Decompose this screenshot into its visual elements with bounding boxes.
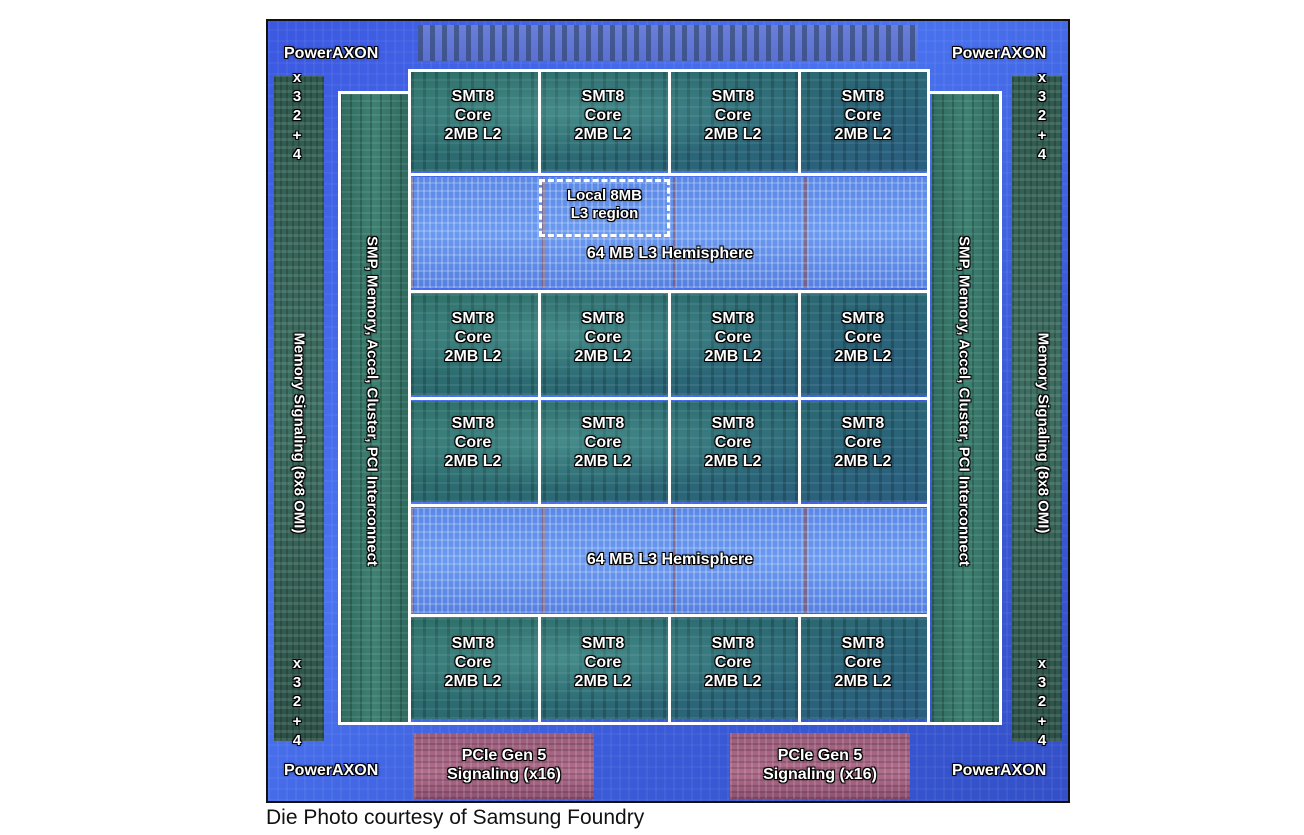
- memory-signaling-label-left: Memory Signaling (8x8 OMI): [290, 332, 308, 534]
- core-divider: [538, 614, 541, 725]
- interconnect-label-right: SMP, Memory, Accel, Cluster, PCI Interco…: [955, 236, 973, 566]
- die-photo: Local 8MB L3 region 64 MB L3 Hemisphere …: [266, 19, 1070, 803]
- power-axon-label-bottom-left: PowerAXON: [284, 762, 379, 779]
- outline-right-side: [999, 91, 1002, 725]
- core-divider: [668, 614, 671, 725]
- core-divider: [798, 290, 801, 507]
- top-io-strip: [418, 25, 918, 61]
- core-divider: [668, 290, 671, 507]
- core-divider: [538, 290, 541, 507]
- power-axon-label-top-left: PowerAXON: [284, 45, 379, 62]
- l3-hemisphere-label: 64 MB L3 Hemisphere: [586, 551, 754, 568]
- right-memory-signaling-region: [1012, 76, 1062, 741]
- outline-right-top: [927, 91, 1002, 94]
- pcie-region-right: [730, 733, 910, 799]
- outline-left-top: [338, 91, 411, 94]
- core-divider: [798, 69, 801, 176]
- right-smp-interconnect-region: [932, 94, 1000, 725]
- core-divider: [798, 614, 801, 725]
- local-l3-region-label: Local 8MB L3 region: [566, 187, 642, 222]
- power-axon-label-top-right: PowerAXON: [952, 45, 1047, 62]
- memory-signaling-label-right: Memory Signaling (8x8 OMI): [1034, 332, 1052, 534]
- interconnect-label-left: SMP, Memory, Accel, Cluster, PCI Interco…: [363, 236, 381, 566]
- photo-credit-caption: Die Photo courtesy of Samsung Foundry: [266, 806, 645, 829]
- local-l3-region-outline: [539, 179, 670, 237]
- outline-left-side: [338, 91, 341, 725]
- power-axon-label-bottom-right: PowerAXON: [952, 762, 1047, 779]
- l3-hemisphere-top: [411, 177, 929, 288]
- core-divider: [538, 69, 541, 176]
- l3-hemisphere-bottom: [411, 508, 929, 613]
- left-memory-signaling-region: [274, 76, 324, 741]
- core-divider: [668, 69, 671, 176]
- l3-hemisphere-label: 64 MB L3 Hemisphere: [586, 245, 754, 262]
- left-smp-interconnect-region: [340, 94, 408, 725]
- pcie-region-left: [414, 733, 594, 799]
